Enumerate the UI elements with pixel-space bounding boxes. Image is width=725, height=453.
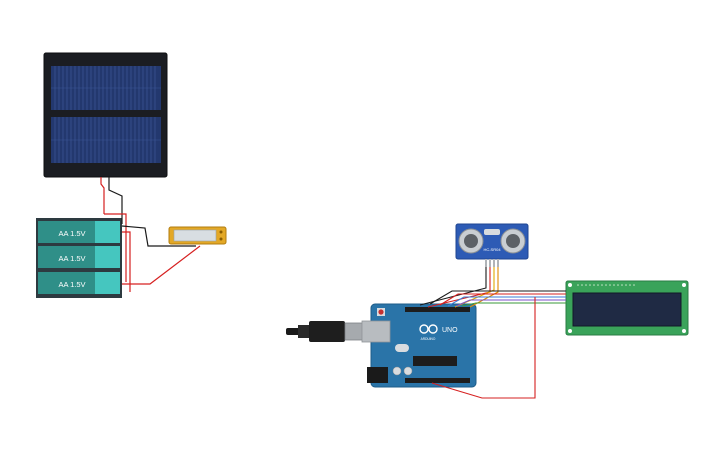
battery-cell-label: AA 1.5V xyxy=(58,229,85,238)
solar-panel[interactable] xyxy=(43,52,168,178)
arduino-subtitle: ARDUINO xyxy=(421,337,436,341)
battery-cell-3[interactable]: AA 1.5V xyxy=(38,272,120,294)
battery-cell-1[interactable]: AA 1.5V xyxy=(38,221,120,243)
battery-cell-2[interactable]: AA 1.5V xyxy=(38,246,120,268)
arduino-uno-label: UNO xyxy=(442,327,458,334)
arduino-logo-icon xyxy=(419,324,438,334)
battery-cell-label: AA 1.5V xyxy=(58,254,85,263)
piezo-module[interactable] xyxy=(168,226,227,245)
usb-cable[interactable] xyxy=(286,321,364,342)
lcd-display[interactable] xyxy=(565,280,689,336)
ultrasonic-model-label: HC-SR04 xyxy=(483,247,501,252)
signal-wires[interactable] xyxy=(419,267,566,399)
ultrasonic-sensor[interactable]: HC-SR04 xyxy=(455,223,529,267)
battery-pack[interactable]: AA 1.5V AA 1.5V AA 1.5V xyxy=(36,218,122,298)
arduino-uno-board[interactable]: UNO ARDUINO xyxy=(361,303,477,388)
power-wires[interactable] xyxy=(100,177,201,292)
battery-cell-label: AA 1.5V xyxy=(58,280,85,289)
